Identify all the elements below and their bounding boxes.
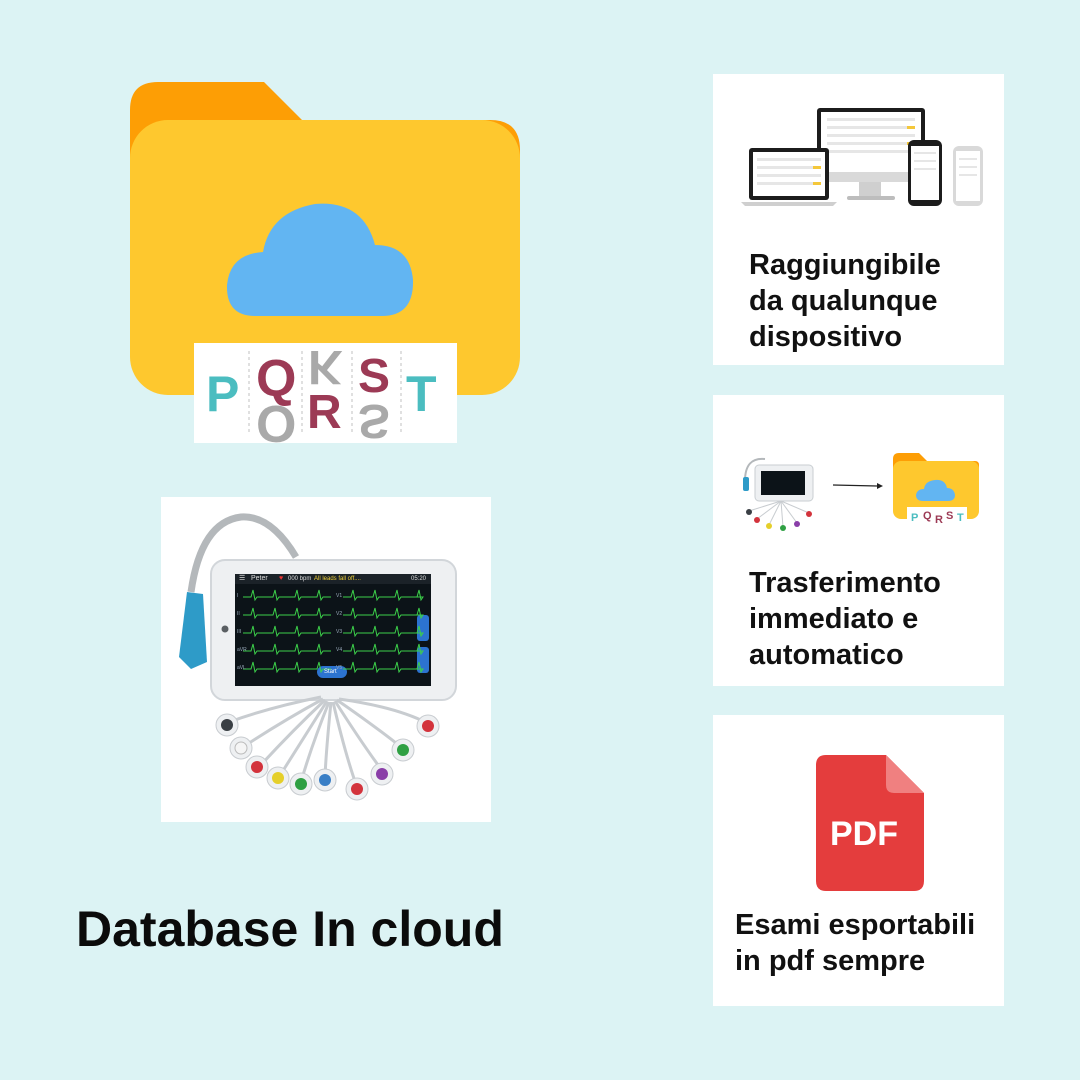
pqrst-logo: P Q O K R S S T [194, 343, 457, 443]
lead-label: III [237, 629, 242, 635]
lead-label: I [237, 593, 239, 599]
pdf-file-icon [816, 755, 924, 891]
lead-label: V3 [336, 629, 343, 635]
lead-label: V5 [336, 665, 343, 671]
electrode-group [215, 713, 440, 801]
logo-letter-r: R [307, 386, 342, 439]
svg-text:R: R [935, 514, 943, 526]
feature-text: Esami esportabili in pdf sempre [735, 907, 975, 979]
lead-label: V2 [336, 611, 343, 617]
heart-icon: ♥ [279, 575, 284, 582]
logo-letter-q-mirror: O [256, 394, 297, 443]
feature-text-line: immediato e [749, 603, 919, 635]
ecg-trace [243, 589, 331, 602]
feature-text-line: da qualunque [749, 285, 938, 317]
device-start-label: Start [324, 669, 337, 675]
ecg-trace [343, 661, 424, 674]
ecg-trace [243, 643, 331, 656]
feature-text-line: in pdf sempre [735, 945, 926, 977]
ecg-trace [243, 625, 331, 638]
logo-letter-s-mirror: S [358, 394, 391, 443]
logo-letter-q: Q [256, 350, 297, 408]
logo-letter-t: T [406, 366, 437, 422]
svg-text:T: T [957, 512, 964, 524]
ecg-trace [343, 607, 424, 620]
svg-text:S: S [946, 510, 953, 522]
cloud-icon [226, 203, 414, 316]
lead-label: aVR [237, 647, 247, 653]
ecg-trace [343, 643, 424, 656]
logo-letter-p: P [206, 366, 240, 422]
lead-label: V1 [336, 593, 343, 599]
feature-text: Raggiungibile da qualunque dispositivo [749, 247, 941, 355]
ecg-trace [243, 661, 331, 674]
device-alert: All leads fall off.... [314, 576, 361, 582]
feature-text-line: automatico [749, 639, 904, 671]
device-bpm: 000 bpm [288, 576, 312, 582]
lead-label: II [237, 611, 240, 617]
logo-letter-s: S [358, 350, 391, 403]
svg-text:P: P [911, 512, 918, 524]
lead-label: V4 [336, 647, 343, 653]
devices-icon [741, 108, 983, 206]
feature-text: Trasferimento immediato e automatico [749, 565, 941, 673]
cloud-folder-icon [130, 80, 522, 400]
page-title: Database In cloud [76, 901, 504, 957]
transfer-icon: P Q R S T [743, 453, 979, 531]
feature-card-devices: Raggiungibile da qualunque dispositivo [713, 74, 1004, 365]
device-menu-icon: ☰ [239, 575, 246, 582]
feature-text-line: Raggiungibile [749, 249, 941, 281]
ecg-trace [243, 607, 331, 620]
device-time: 05:20 [411, 576, 427, 582]
feature-card-transfer: P Q R S T Trasferimento immediato e auto… [713, 395, 1004, 686]
feature-text-line: Trasferimento [749, 567, 941, 599]
feature-card-pdf: PDF Esami esportabili in pdf sempre [713, 715, 1004, 1006]
device-patient-name: Peter [251, 575, 268, 582]
feature-text-line: dispositivo [749, 321, 903, 353]
svg-text:Q: Q [923, 510, 932, 522]
feature-text-line: Esami esportabili [735, 909, 976, 941]
pdf-badge-label: PDF [830, 815, 898, 853]
ecg-device-image: ☰ Peter ♥ 000 bpm All leads fall off....… [161, 497, 491, 822]
ecg-trace [343, 625, 424, 638]
ecg-trace [343, 589, 424, 602]
lead-label: aVL [237, 665, 246, 671]
